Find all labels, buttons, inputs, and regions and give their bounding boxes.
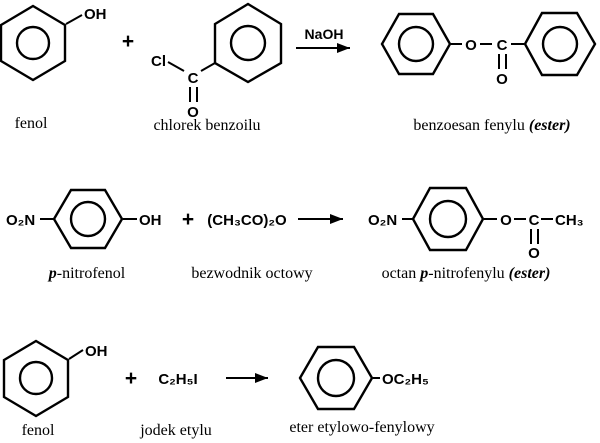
aromatic-circle <box>229 24 267 62</box>
benzene-ring <box>2 339 70 418</box>
atom-label-c: C <box>529 212 540 229</box>
name-ester-tag: (ester) <box>529 117 571 134</box>
atom-label-c: C <box>188 70 199 87</box>
atom-label-o: O <box>500 212 512 229</box>
atom-label-o: O <box>187 104 199 121</box>
aromatic-circle <box>15 25 51 61</box>
name-part-2: -nitrofenylu <box>428 265 508 282</box>
name-p-prefix: p <box>418 265 428 282</box>
molecule-fenol-1: OH fenol <box>0 4 107 132</box>
name-p-prefix: p <box>47 265 57 282</box>
molecule-chlorek-benzoilu: Cl C O chlorek benzoilu <box>151 2 283 134</box>
bond-cl-c <box>167 61 185 72</box>
bond-ring-oh <box>65 14 83 25</box>
aromatic-circle <box>397 25 435 63</box>
name-part-1: octan <box>382 265 421 282</box>
name-main: -nitrofenol <box>57 265 126 282</box>
formula-oc2h5: OC₂H₅ <box>382 371 429 388</box>
atom-label-oh: OH <box>84 6 107 23</box>
benzene-ring <box>213 2 283 84</box>
atom-label-cl: Cl <box>151 53 166 70</box>
compound-name-fenol: fenol <box>15 115 48 132</box>
reaction-3: OH fenol + C₂H₅I jodek etylu OC₂H₅ eter … <box>2 339 435 439</box>
molecule-p-nitrofenol: O₂N OH p-nitrofenol <box>6 188 162 282</box>
aromatic-circle <box>428 199 468 239</box>
molecule-benzoesan-fenylu: O C O benzoesan fenylu (ester) <box>380 11 597 134</box>
benzene-ring <box>411 186 485 252</box>
benzene-ring <box>0 4 67 82</box>
name-main: benzoesan fenylu <box>413 117 529 134</box>
benzene-ring <box>523 11 597 77</box>
formula-ethyl-iodide: C₂H₅I <box>158 371 197 388</box>
atom-label-oh: OH <box>139 212 162 229</box>
aromatic-circle <box>18 360 54 396</box>
benzene-ring <box>298 345 374 411</box>
atom-label-o: O <box>528 245 540 262</box>
molecule-fenol-2: OH fenol <box>2 339 108 439</box>
name-ester-tag: (ester) <box>509 265 551 282</box>
compound-name-fenol: fenol <box>22 422 55 439</box>
molecule-jodek-etylu: C₂H₅I jodek etylu <box>139 371 212 439</box>
benzene-ring <box>52 188 124 250</box>
compound-name-eter-etylowo-fenylowy: eter etylowo-fenylowy <box>289 419 434 436</box>
atom-label-o: O <box>465 37 477 54</box>
compound-name-octan-p-nitrofenylu: octan p-nitrofenylu (ester) <box>382 265 551 282</box>
atom-label-no2: O₂N <box>368 212 397 229</box>
molecule-octan-p-nitrofenylu: O₂N O C CH₃ O octan p-nitrofenylu (ester… <box>368 186 584 282</box>
reaction-1: OH fenol + Cl C O chlorek benzoilu NaOH … <box>0 2 597 134</box>
compound-name-chlorek-benzoilu: chlorek benzoilu <box>153 117 260 134</box>
plus-sign: + <box>125 367 137 390</box>
reaction-arrow-naoh: NaOH <box>296 26 350 53</box>
benzene-ring <box>380 12 452 76</box>
atom-label-o: O <box>496 71 508 88</box>
compound-name-jodek-etylu: jodek etylu <box>139 422 212 439</box>
plus-sign: + <box>122 30 134 53</box>
plus-sign: + <box>182 208 194 231</box>
reaction-2: O₂N OH p-nitrofenol + (CH₃CO)₂O bezwodni… <box>6 186 584 282</box>
compound-name-benzoesan-fenylu: benzoesan fenylu (ester) <box>413 117 570 134</box>
atom-label-oh: OH <box>85 343 108 360</box>
aromatic-circle <box>541 25 579 63</box>
aromatic-circle <box>69 200 107 238</box>
bond-c-ring <box>200 62 216 72</box>
atom-label-ch3: CH₃ <box>555 212 584 229</box>
molecule-bezwodnik-octowy: (CH₃CO)₂O bezwodnik octowy <box>191 212 312 282</box>
atom-label-no2: O₂N <box>6 212 35 229</box>
compound-name-bezwodnik-octowy: bezwodnik octowy <box>191 265 312 282</box>
compound-name-p-nitrofenol: p-nitrofenol <box>47 265 126 282</box>
aromatic-circle <box>316 358 356 398</box>
formula-acetic-anhydride: (CH₃CO)₂O <box>207 212 287 229</box>
condition-label-naoh: NaOH <box>305 26 344 42</box>
molecule-eter-etylowo-fenylowy: OC₂H₅ eter etylowo-fenylowy <box>289 345 435 436</box>
atom-label-c: C <box>497 37 508 54</box>
bond-ring-oh <box>68 349 84 360</box>
